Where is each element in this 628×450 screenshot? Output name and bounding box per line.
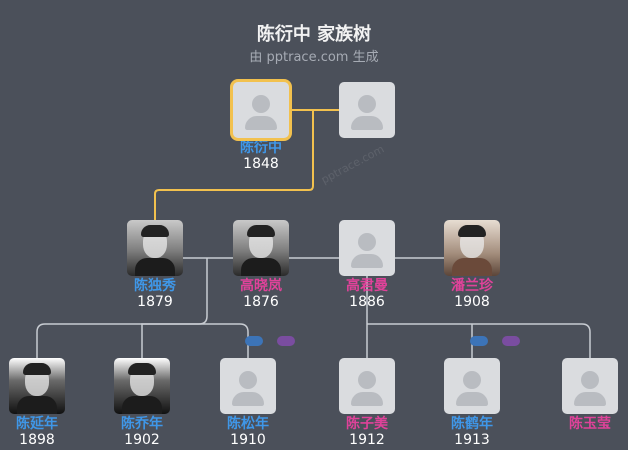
person-year: 1848 xyxy=(243,156,279,172)
person-chen-henian[interactable]: 陈鹤年 1913 xyxy=(417,358,527,448)
person-name: 陈玉莹 xyxy=(569,416,611,432)
portrait-photo xyxy=(233,220,289,276)
person-year: 1886 xyxy=(349,294,385,310)
children-branch-left xyxy=(36,258,208,358)
relation-badge-icon[interactable] xyxy=(277,336,295,346)
person-name: 陈子美 xyxy=(346,416,388,432)
relation-badge-icon[interactable] xyxy=(245,336,263,346)
page-subtitle: 由 pptrace.com 生成 xyxy=(249,50,379,65)
avatar-placeholder-icon xyxy=(444,358,500,414)
person-year: 1913 xyxy=(454,432,490,448)
avatar-placeholder-icon xyxy=(339,82,395,138)
person-gao-junman[interactable]: 高君曼 1886 xyxy=(312,220,422,310)
person-year: 1902 xyxy=(124,432,160,448)
children-branch-mid xyxy=(207,323,249,358)
portrait-photo xyxy=(127,220,183,276)
person-chen-yannian[interactable]: 陈延年 1898 xyxy=(0,358,92,448)
person-name: 陈鹤年 xyxy=(451,416,493,432)
person-name: 高晓岚 xyxy=(240,278,282,294)
person-chen-zimei[interactable]: 陈子美 1912 xyxy=(312,358,422,448)
person-name: 陈松年 xyxy=(227,416,269,432)
person-year: 1912 xyxy=(349,432,385,448)
relation-badge-icon[interactable] xyxy=(470,336,488,346)
highlight-connector xyxy=(154,110,314,220)
person-year: 1876 xyxy=(243,294,279,310)
person-chen-yanzhong[interactable]: 陈衍中 1848 xyxy=(206,82,316,172)
avatar-placeholder-icon xyxy=(233,82,289,138)
avatar-placeholder-icon xyxy=(220,358,276,414)
portrait-photo xyxy=(444,220,500,276)
children-branch-left-2 xyxy=(141,323,207,358)
person-chen-duxiu[interactable]: 陈独秀 1879 xyxy=(100,220,210,310)
portrait-photo xyxy=(114,358,170,414)
person-year: 1879 xyxy=(137,294,173,310)
person-year: 1898 xyxy=(19,432,55,448)
person-year: 1910 xyxy=(230,432,266,448)
person-name: 高君曼 xyxy=(346,278,388,294)
person-name: 陈衍中 xyxy=(240,140,282,156)
person-chen-yuying[interactable]: 陈玉莹 xyxy=(535,358,628,432)
person-name: 陈独秀 xyxy=(134,278,176,294)
page-title: 陈衍中 家族树 xyxy=(256,24,372,45)
person-name: 潘兰珍 xyxy=(451,278,493,294)
person-pan-lanzhen[interactable]: 潘兰珍 1908 xyxy=(417,220,527,310)
person-spouse-unknown[interactable] xyxy=(312,82,422,138)
portrait-photo xyxy=(9,358,65,414)
person-name: 陈延年 xyxy=(16,416,58,432)
person-chen-qiaonian[interactable]: 陈乔年 1902 xyxy=(87,358,197,448)
person-name: 陈乔年 xyxy=(121,416,163,432)
avatar-placeholder-icon xyxy=(339,358,395,414)
person-gao-xiaolan[interactable]: 高晓岚 1876 xyxy=(206,220,316,310)
person-chen-songnian[interactable]: 陈松年 1910 xyxy=(193,358,303,448)
relation-badge-icon[interactable] xyxy=(502,336,520,346)
avatar-placeholder-icon xyxy=(562,358,618,414)
person-year: 1908 xyxy=(454,294,490,310)
avatar-placeholder-icon xyxy=(339,220,395,276)
